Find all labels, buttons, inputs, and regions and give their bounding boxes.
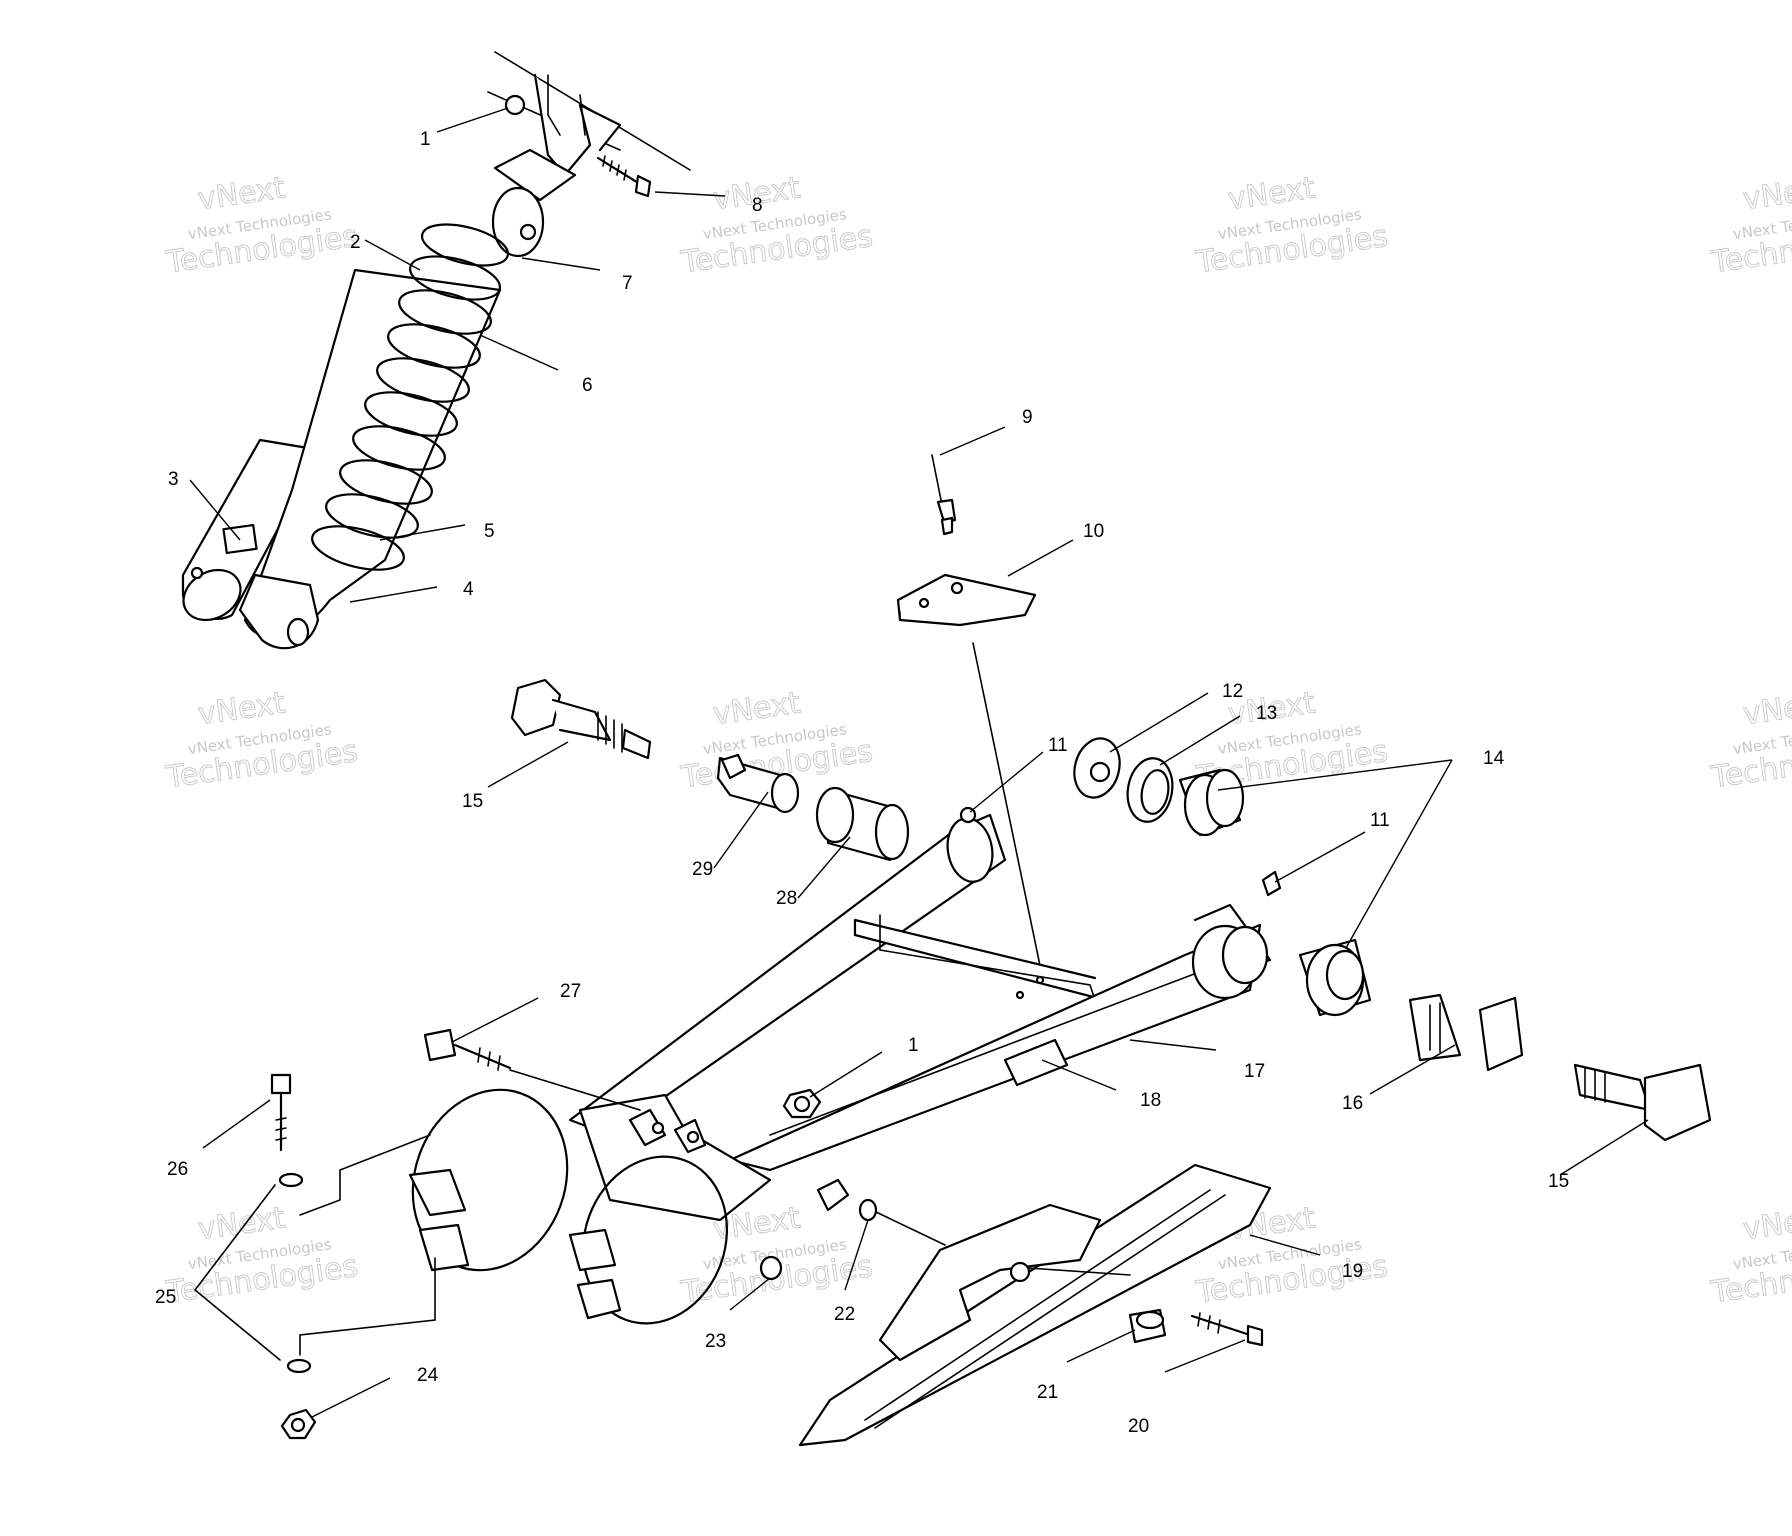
callout-18: 18 (1140, 1090, 1161, 1111)
callout-1: 1 (908, 1035, 919, 1056)
bolt-20 (1190, 1312, 1264, 1347)
callout-11: 11 (1370, 810, 1390, 831)
shock-upper-eye (491, 186, 545, 258)
callout-22: 22 (834, 1304, 855, 1325)
svg-text:vNext: vNext (196, 170, 288, 217)
callout-14: 14 (1483, 748, 1505, 769)
bolt-27 (423, 1028, 512, 1071)
callout-24: 24 (417, 1365, 439, 1386)
bushing-14-lower (1298, 938, 1372, 1017)
watermark: vNext vNext Technologies Technologies (1708, 1200, 1792, 1311)
callout-3: 3 (168, 469, 179, 490)
callout-6: 6 (582, 375, 593, 396)
spacer-21 (1128, 1308, 1167, 1344)
callout-2: 2 (350, 232, 361, 253)
clip-22 (816, 1178, 878, 1222)
grease-fitting (931, 454, 957, 536)
connector-line (193, 1184, 281, 1361)
pivot-bolt-15-right (1573, 1063, 1712, 1142)
washer (286, 1358, 312, 1374)
watermark: vNext vNext Technologies Technologies (1708, 170, 1792, 281)
svg-text:vNext: vNext (1226, 170, 1318, 217)
coil-spring (311, 223, 510, 571)
callout-8: 8 (752, 195, 763, 216)
washer (278, 1172, 304, 1188)
callout-16: 16 (1342, 1093, 1363, 1114)
nut-24 (280, 1408, 317, 1440)
callout-19: 19 (1342, 1261, 1363, 1282)
callout-labels: 1 2 3 4 5 6 7 8 9 10 11 11 12 13 14 15 1… (155, 129, 1569, 1437)
bushing-28 (815, 786, 910, 862)
watermark: vNext vNext Technologies Technologies (163, 1200, 361, 1311)
callout-23: 23 (705, 1331, 726, 1352)
svg-text:vNext: vNext (711, 685, 803, 732)
connector-line (299, 1134, 431, 1216)
bushing-14-upper (1178, 768, 1245, 837)
clamp-right (568, 1155, 729, 1325)
bushing-nut-12 (1073, 737, 1121, 799)
bolt-26 (270, 1073, 292, 1152)
callout-15: 15 (462, 791, 483, 812)
clamp-left (408, 1088, 569, 1272)
bushing-29 (716, 753, 800, 814)
washer-13 (1126, 757, 1174, 823)
callout-12: 12 (1222, 681, 1243, 702)
callout-20: 20 (1128, 1416, 1149, 1437)
swing-arm (568, 806, 1282, 1222)
callout-1: 1 (420, 129, 431, 150)
callout-10: 10 (1083, 521, 1104, 542)
watermark: vNext vNext Technologies Technologies (163, 170, 361, 281)
svg-text:vNext: vNext (1741, 170, 1792, 217)
callout-26: 26 (167, 1159, 188, 1180)
callout-29: 29 (692, 859, 713, 880)
shock-assembly (181, 51, 691, 650)
bolt (596, 155, 652, 198)
alignment-line (972, 642, 1044, 981)
svg-text:vNext: vNext (1741, 1200, 1792, 1247)
callout-21: 21 (1037, 1382, 1058, 1403)
shock-upper-mount-bracket (533, 73, 622, 177)
callout-27: 27 (560, 981, 581, 1002)
watermark: vNext vNext Technologies Technologies (163, 685, 361, 796)
callout-17: 17 (1244, 1061, 1265, 1082)
svg-text:vNext: vNext (196, 685, 288, 732)
svg-text:vNext: vNext (1741, 685, 1792, 732)
callout-15: 15 (1548, 1171, 1569, 1192)
watermark: vNext vNext Technologies Technologies (678, 170, 876, 281)
watermark: vNext vNext Technologies Technologies (1708, 685, 1792, 796)
slide-rail (798, 1163, 1272, 1447)
callout-11: 11 (1048, 735, 1068, 756)
callout-9: 9 (1022, 407, 1033, 428)
callout-28: 28 (776, 888, 797, 909)
callout-25: 25 (155, 1287, 176, 1308)
callout-4: 4 (463, 579, 474, 600)
pivot-bolt-left (510, 678, 652, 760)
leader-lines (189, 107, 1649, 1418)
washer-23 (759, 1255, 783, 1281)
callout-13: 13 (1256, 703, 1277, 724)
decal-plate (896, 573, 1037, 627)
watermark: vNext vNext Technologies Technologies (1193, 170, 1391, 281)
connector-line (299, 1257, 436, 1356)
nut (504, 94, 526, 116)
callout-7: 7 (622, 273, 633, 294)
pivot-bolt-16 (1408, 993, 1524, 1072)
callout-5: 5 (484, 521, 495, 542)
svg-text:vNext: vNext (196, 1200, 288, 1247)
